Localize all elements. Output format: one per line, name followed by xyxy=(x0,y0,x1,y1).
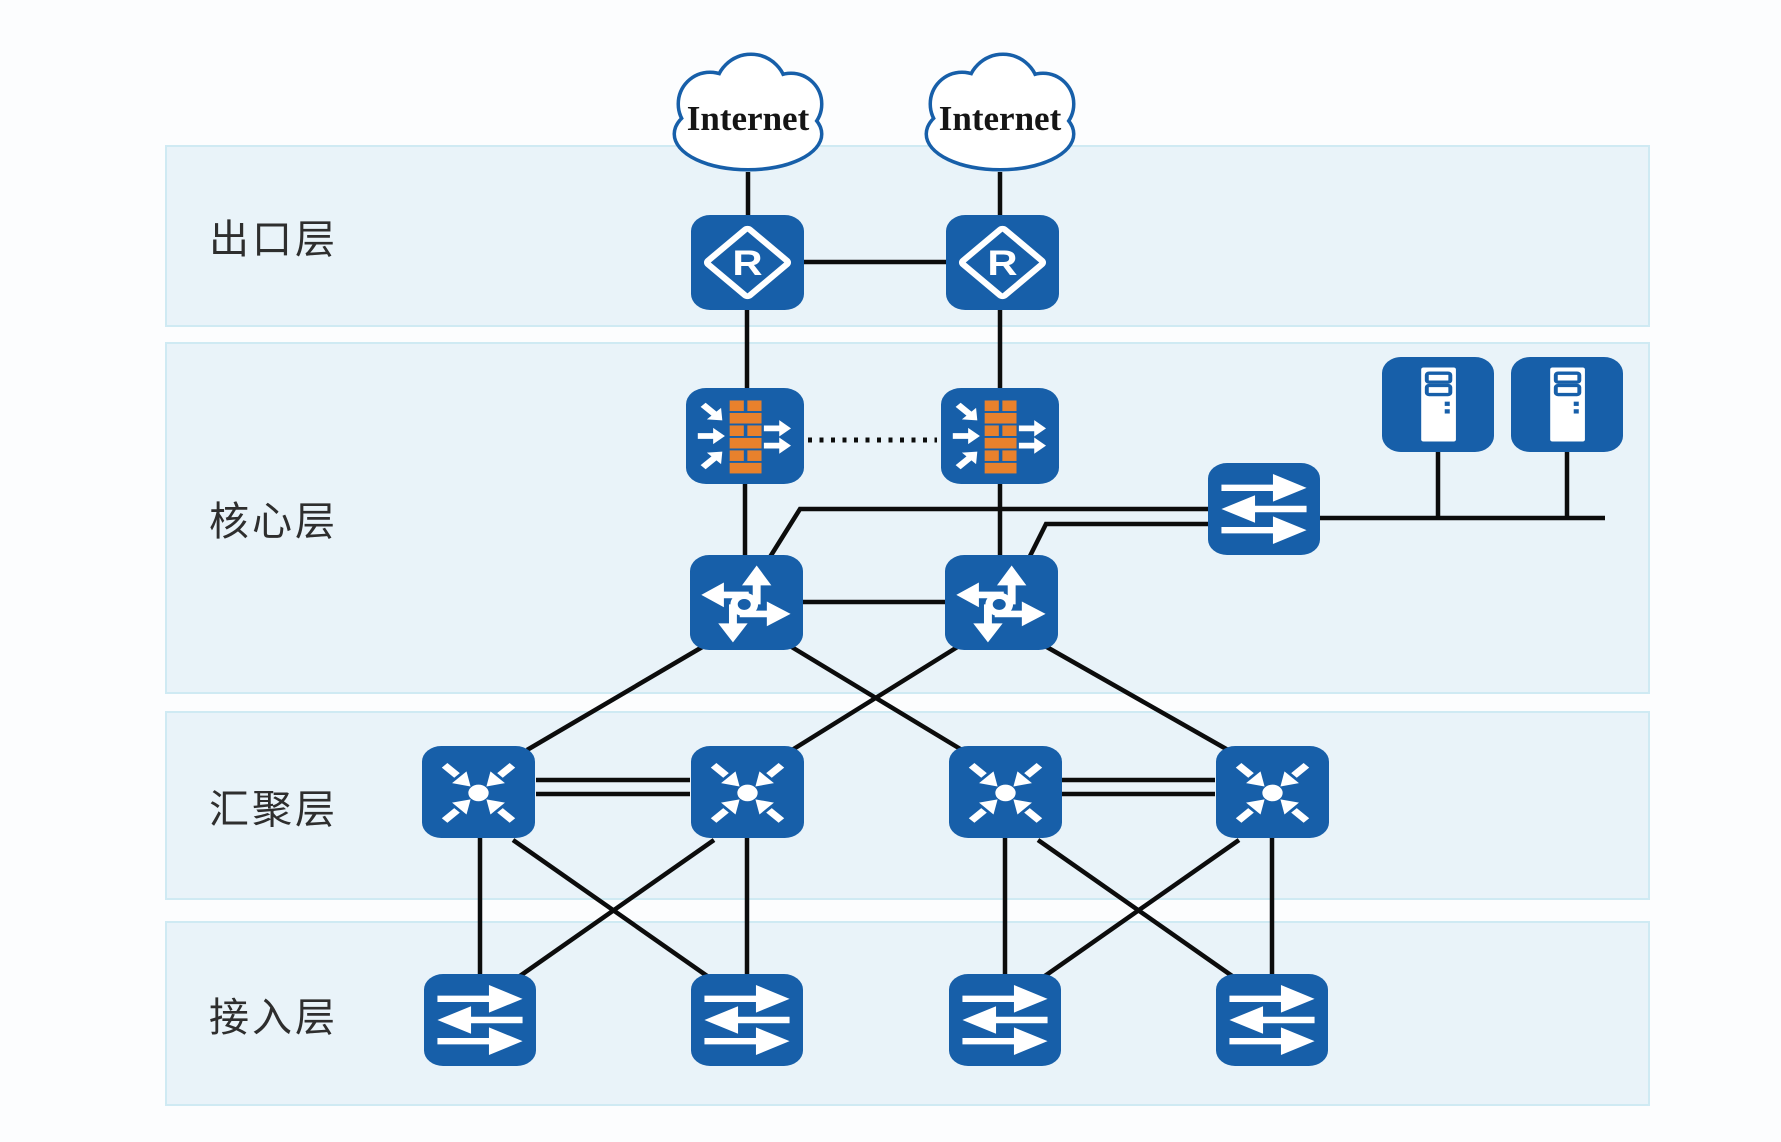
link-core2-server-switch xyxy=(1027,521,1210,558)
aggregation-switch-icon-3 xyxy=(949,746,1062,838)
link-agg2-access1 xyxy=(515,838,716,980)
link-agg1-access2 xyxy=(511,838,712,980)
layer-band-access: 接入层 xyxy=(165,921,1650,1106)
link-core1-server-switch xyxy=(768,506,1210,559)
link-core1-agg1 xyxy=(525,644,706,752)
layer-label-exit: 出口层 xyxy=(209,218,338,262)
firewall-icon-1 xyxy=(686,388,804,484)
link-core2-agg4 xyxy=(1043,644,1230,752)
layer-band-aggregation: 汇聚层 xyxy=(165,711,1650,900)
access-switch-icon-1 xyxy=(424,974,536,1066)
nodes: Internet Internet xyxy=(422,56,1623,1066)
connection-lines xyxy=(477,172,1605,980)
internet-label-2: Internet xyxy=(939,99,1062,138)
layer-label-core: 核心层 xyxy=(209,500,338,544)
layer-label-aggregation: 汇聚层 xyxy=(209,787,338,832)
layer-label-access: 接入层 xyxy=(209,995,338,1040)
router-icon-2 xyxy=(946,215,1059,310)
server-icon-1 xyxy=(1382,357,1494,452)
link-agg3-access4 xyxy=(1036,838,1237,980)
server-switch-icon xyxy=(1208,463,1320,555)
server-icon-2 xyxy=(1511,357,1623,452)
firewall-icon-2 xyxy=(941,388,1059,484)
aggregation-switch-icon-2 xyxy=(691,746,804,838)
aggregation-switch-icon-1 xyxy=(422,746,535,838)
internet-label-1: Internet xyxy=(687,99,810,138)
access-switch-icon-4 xyxy=(1216,974,1328,1066)
link-core2-agg2 xyxy=(790,644,961,752)
core-switch-icon-1 xyxy=(690,555,803,650)
link-agg4-access3 xyxy=(1040,838,1241,980)
access-switch-icon-3 xyxy=(949,974,1061,1066)
layer-band-exit: 出口层 xyxy=(165,145,1650,327)
router-icon-1 xyxy=(691,215,804,310)
core-switch-icon-2 xyxy=(945,555,1058,650)
aggregation-switch-icon-4 xyxy=(1216,746,1329,838)
access-switch-icon-2 xyxy=(691,974,803,1066)
